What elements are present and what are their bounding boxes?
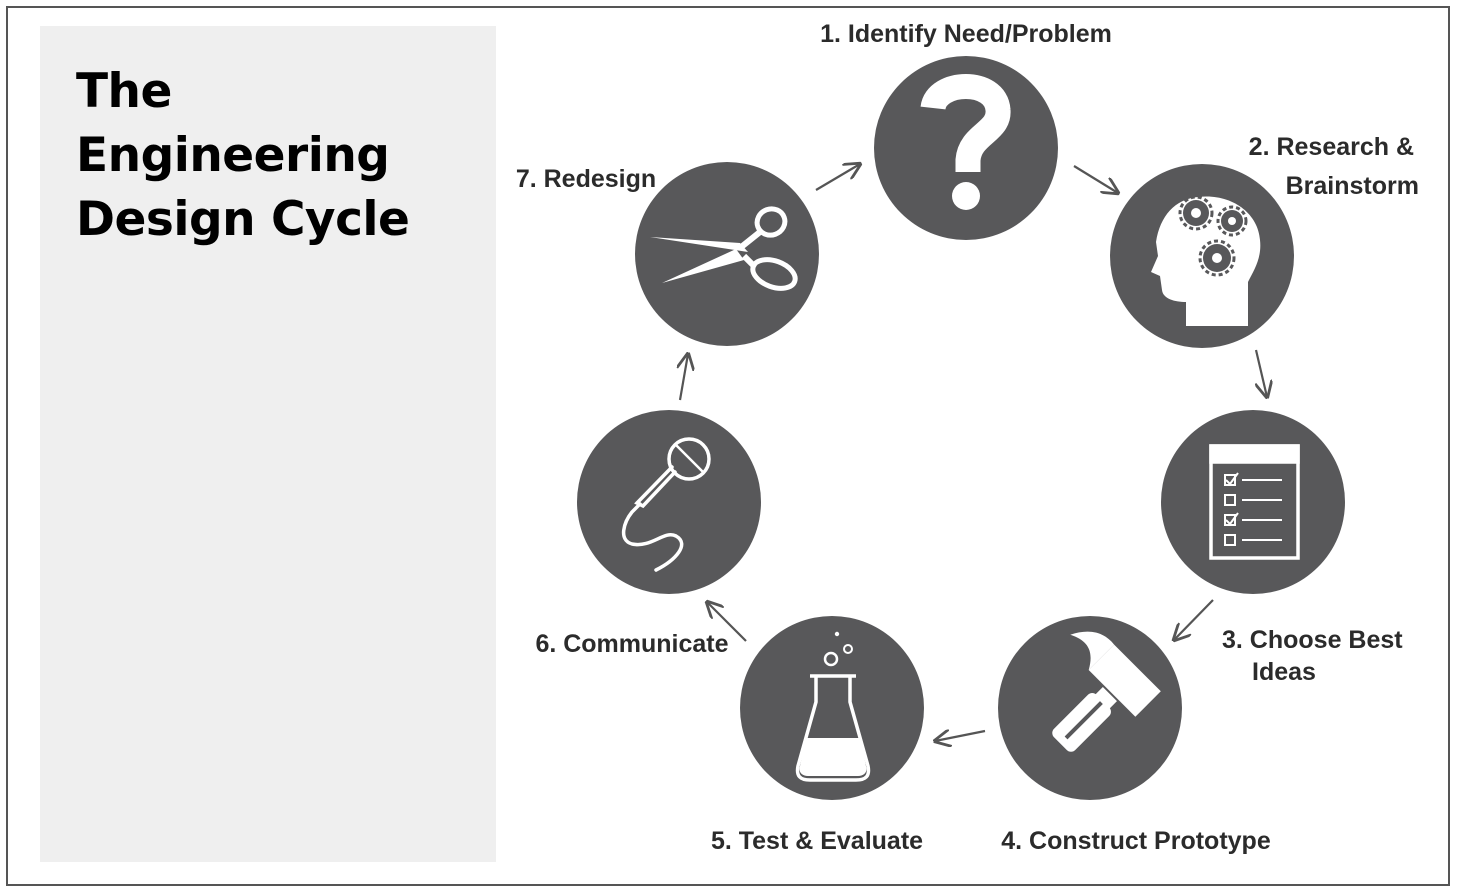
- cycle-arrows: [680, 164, 1267, 741]
- title-line-1: The: [76, 64, 172, 119]
- step-1-label: 1. Identify Need/Problem: [820, 20, 1112, 48]
- step-5-circle: [740, 616, 924, 800]
- arrow-6-to-7: [680, 354, 688, 401]
- step-2-research: 2. Research & Brainstorm: [1110, 133, 1421, 348]
- step-7-redesign: 7. Redesign: [516, 162, 819, 346]
- arrow-3-to-4: [1174, 599, 1214, 640]
- flask-icon: [795, 631, 871, 782]
- step-2-label-line-2: Brainstorm: [1286, 172, 1419, 200]
- step-4-label: 4. Construct Prototype: [1001, 827, 1271, 855]
- brain-gears-icon: [1151, 195, 1261, 326]
- step-5-label: 5. Test & Evaluate: [711, 827, 923, 855]
- title-line-2: Engineering: [76, 128, 390, 183]
- step-2-label: 2. Research & Brainstorm: [1249, 133, 1421, 200]
- arrow-1-to-2: [1073, 165, 1118, 193]
- hammer-icon: [1052, 631, 1161, 752]
- scissors-icon: [650, 206, 798, 291]
- step-6-circle: [577, 410, 761, 594]
- step-3-label: 3. Choose Best Ideas: [1222, 626, 1410, 686]
- step-1-identify: 1. Identify Need/Problem: [820, 20, 1112, 240]
- checklist-icon: [1209, 444, 1300, 560]
- step-4-construct: 4. Construct Prototype: [998, 616, 1271, 855]
- title-panel: The Engineering Design Cycle: [40, 26, 496, 862]
- arrow-7-to-1: [815, 164, 860, 191]
- arrow-5-to-6: [707, 602, 747, 642]
- step-3-label-line-1: 3. Choose Best: [1222, 626, 1403, 654]
- step-3-circle: [1161, 410, 1345, 594]
- arrow-4-to-5: [935, 731, 986, 741]
- microphone-icon: [621, 437, 711, 572]
- step-5-test: 5. Test & Evaluate: [711, 616, 924, 855]
- step-6-label: 6. Communicate: [535, 630, 728, 658]
- step-6-communicate: 6. Communicate: [535, 410, 761, 658]
- step-3-choose: 3. Choose Best Ideas: [1161, 410, 1410, 686]
- question-mark-icon: [920, 74, 1011, 210]
- step-7-label: 7. Redesign: [516, 165, 656, 193]
- step-3-label-line-2: Ideas: [1252, 658, 1316, 686]
- arrow-2-to-3: [1256, 349, 1267, 397]
- title-line-3: Design Cycle: [76, 192, 410, 247]
- step-2-label-line-1: 2. Research &: [1249, 133, 1414, 161]
- page-title: The Engineering Design Cycle: [76, 60, 410, 252]
